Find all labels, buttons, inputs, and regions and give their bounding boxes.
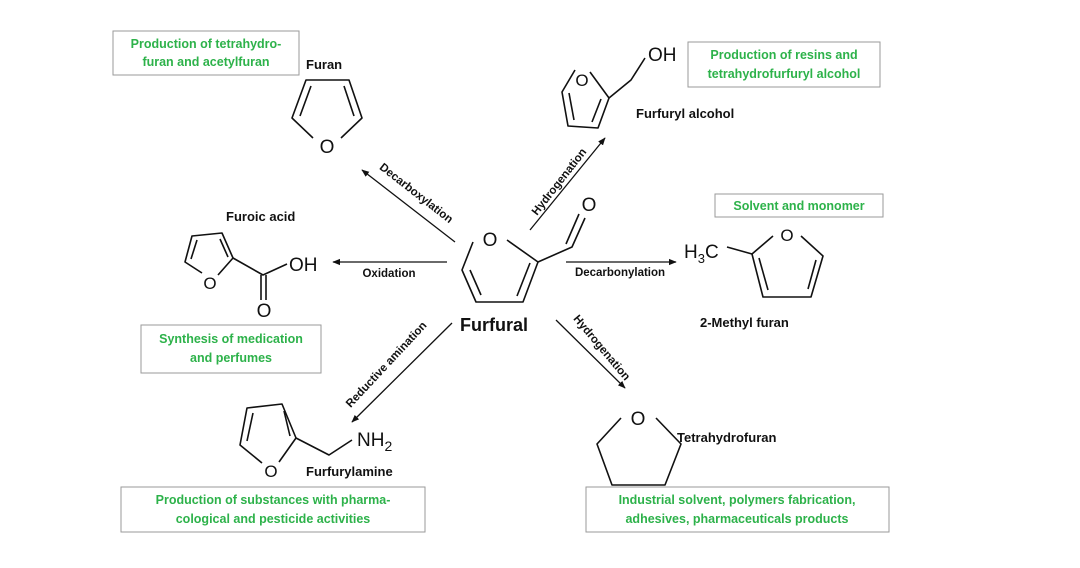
tetrahydrofuran-application-line-1: Industrial solvent, polymers fabrication…: [619, 493, 856, 507]
furoic-acid-application-line-2: and perfumes: [190, 351, 272, 365]
furan-label: Furan: [306, 57, 342, 72]
furfuryl-alcohol-application-line-1: Production of resins and: [710, 48, 857, 62]
decarbonylation-label: Decarbonylation: [575, 267, 665, 279]
methyl-furan-structure: O H3C: [684, 226, 824, 298]
furoic-acid-carbonyl-oxygen: O: [257, 301, 272, 322]
furoic-acid-application-box: Synthesis of medication and perfumes: [140, 324, 322, 374]
tetrahydrofuran-application-box: Industrial solvent, polymers fabrication…: [585, 486, 890, 533]
hydrogenation-arrow-bottom: [555, 319, 626, 389]
furfurylamine-label: Furfurylamine: [306, 464, 393, 479]
furfurylamine-structure: O NH2: [239, 403, 392, 481]
furfuryl-alcohol-application-box: Production of resins and tetrahydrofurfu…: [687, 41, 881, 88]
tetrahydrofuran-structure: O: [596, 409, 682, 486]
tetrahydrofuran-application-line-2: adhesives, pharmaceuticals products: [625, 512, 848, 526]
tetrahydrofuran-oxygen-atom: O: [631, 409, 646, 430]
furfural-label: Furfural: [460, 315, 528, 335]
furfuryl-alcohol-structure: O OH: [561, 45, 677, 129]
methyl-furan-application-line-1: Solvent and monomer: [733, 199, 864, 213]
methyl-furan-label: 2-Methyl furan: [700, 315, 789, 330]
furoic-acid-application-line-1: Synthesis of medication: [159, 332, 303, 346]
furoic-acid-hydroxyl: OH: [289, 255, 318, 276]
decarboxylation-arrow: [361, 169, 456, 243]
furoic-acid-label: Furoic acid: [226, 209, 295, 224]
amine-group-label: NH2: [357, 430, 392, 454]
furoic-acid-oxygen-atom: O: [203, 274, 216, 293]
hydrogenation-label-bottom: Hydrogenation: [571, 313, 632, 383]
furfural-oxygen-atom: O: [483, 230, 498, 251]
furfuryl-alcohol-hydroxyl: OH: [648, 45, 677, 66]
tetrahydrofuran-label: Tetrahydrofuran: [677, 430, 776, 445]
furfural-carbonyl-oxygen-atom: O: [582, 195, 597, 216]
furfuryl-alcohol-application-line-2: tetrahydrofurfuryl alcohol: [708, 67, 861, 81]
furoic-acid-structure: O OH O: [184, 232, 318, 322]
furfurylamine-oxygen-atom: O: [264, 462, 277, 481]
hydrogenation-label-top: Hydrogenation: [530, 146, 589, 217]
furan-structure: O: [291, 79, 363, 158]
reductive-amination-arrow: [351, 322, 453, 423]
decarboxylation-label: Decarboxylation: [377, 161, 455, 226]
furfuryl-alcohol-oxygen-atom: O: [575, 71, 588, 90]
methyl-furan-oxygen-atom: O: [780, 226, 793, 245]
furfurylamine-application-line-2: cological and pesticide activities: [176, 512, 371, 526]
furfural-structure: O O: [461, 195, 597, 303]
hydrogenation-arrow-top: [529, 137, 606, 231]
reductive-amination-label: Reductive amination: [344, 320, 429, 410]
furan-application-box: Production of tetrahydro- furan and acet…: [112, 30, 300, 76]
methyl-group-label: H3C: [684, 242, 719, 266]
furan-oxygen-atom: O: [320, 137, 335, 158]
methyl-furan-application-box: Solvent and monomer: [714, 193, 884, 218]
furan-application-line-1: Production of tetrahydro-: [131, 37, 282, 51]
furan-application-line-2: furan and acetylfuran: [142, 55, 269, 69]
furfurylamine-application-box: Production of substances with pharma- co…: [120, 486, 426, 533]
furfurylamine-application-line-1: Production of substances with pharma-: [156, 493, 391, 507]
oxidation-label: Oxidation: [362, 268, 415, 280]
furfuryl-alcohol-label: Furfuryl alcohol: [636, 106, 734, 121]
